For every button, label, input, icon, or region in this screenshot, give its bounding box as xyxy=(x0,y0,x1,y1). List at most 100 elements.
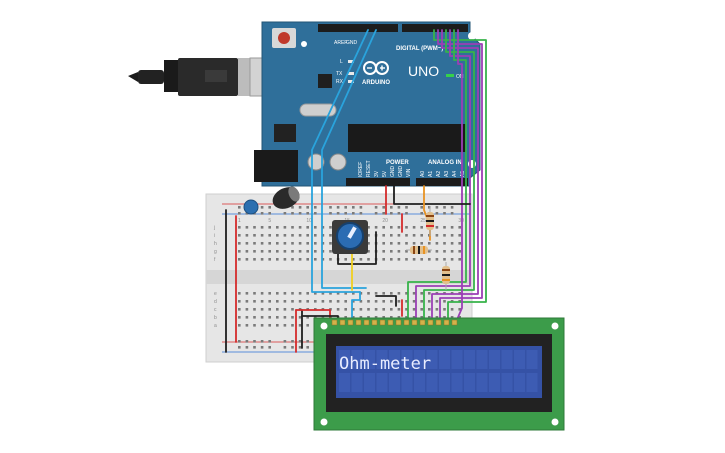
lcd-pin xyxy=(403,319,410,326)
breadboard-hole xyxy=(382,226,385,229)
breadboard-hole xyxy=(306,300,309,303)
breadboard-rail-hole xyxy=(291,346,294,349)
breadboard-hole xyxy=(245,324,249,327)
breadboard-hole xyxy=(283,292,287,295)
lcd-char-cell xyxy=(414,350,425,369)
breadboard-hole xyxy=(390,316,393,319)
breadboard-hole xyxy=(276,250,279,253)
breadboard-rail-hole xyxy=(420,206,423,209)
breadboard-hole xyxy=(245,292,249,295)
breadboard-hole xyxy=(359,258,363,261)
lcd-char-cell xyxy=(414,373,425,392)
breadboard-hole xyxy=(314,300,317,303)
potentiometer[interactable] xyxy=(332,220,368,254)
breadboard-hole xyxy=(291,250,294,253)
breadboard-hole xyxy=(412,242,416,245)
wire-green-1 xyxy=(433,29,487,323)
breadboard-hole xyxy=(276,308,279,311)
breadboard-hole xyxy=(435,308,439,311)
breadboard-rail-hole xyxy=(435,206,439,209)
breadboard-rail-hole xyxy=(298,340,302,343)
breadboard-hole xyxy=(268,234,271,237)
breadboard-hole xyxy=(238,308,241,311)
breadboard-hole xyxy=(260,316,264,319)
breadboard-hole xyxy=(443,242,446,245)
resistor-3 xyxy=(442,262,450,290)
breadboard-hole xyxy=(298,250,302,253)
digital-label: DIGITAL (PWM~) xyxy=(396,46,443,52)
breadboard-hole xyxy=(367,300,370,303)
pin-label-a3: A3 xyxy=(444,171,450,177)
breadboard-hole xyxy=(344,300,347,303)
breadboard-hole xyxy=(283,308,287,311)
wire-purple-3 xyxy=(415,29,471,323)
breadboard-hole xyxy=(329,226,332,229)
breadboard-hole xyxy=(321,250,325,253)
breadboard-hole xyxy=(382,316,385,319)
breadboard-rail-hole xyxy=(382,206,385,209)
on-led-label: ON xyxy=(456,74,464,80)
analog-pin-labels: A0 A1 A2 A3 A4 A5 xyxy=(420,171,466,177)
breadboard-hole xyxy=(367,316,370,319)
breadboard-hole xyxy=(245,258,249,261)
breadboard-rail-hole xyxy=(268,340,271,343)
breadboard-hole xyxy=(245,316,249,319)
arduino-uno-board: AREF GND DIGITAL (PWM~) L TX RX ARDUINO … xyxy=(254,21,481,187)
breadboard-rail-hole xyxy=(283,346,287,349)
breadboard-hole xyxy=(374,292,378,295)
reset-button-cap[interactable] xyxy=(278,32,290,44)
lcd-char-cell xyxy=(376,350,388,369)
power-header xyxy=(346,178,410,186)
breadboard-rail-hole xyxy=(268,206,271,209)
breadboard-rail-hole xyxy=(253,346,256,349)
breadboard-rail-hole xyxy=(298,206,302,209)
breadboard-hole xyxy=(253,258,256,261)
breadboard-rail-hole xyxy=(238,346,241,349)
pin-label-a1: A1 xyxy=(428,171,434,177)
breadboard-row-letter: a xyxy=(214,323,217,329)
breadboard-hole xyxy=(443,258,446,261)
breadboard-hole xyxy=(298,234,302,237)
breadboard-hole xyxy=(268,308,271,311)
breadboard-hole xyxy=(291,258,294,261)
on-led xyxy=(446,74,454,77)
lcd-char-cell xyxy=(514,373,525,392)
analog-label: ANALOG IN xyxy=(428,160,462,166)
breadboard-rail-hole xyxy=(450,206,454,209)
breadboard-hole xyxy=(283,250,287,253)
lcd-char-cell xyxy=(451,373,463,392)
breadboard-rail-hole xyxy=(397,212,401,215)
breadboard-hole xyxy=(276,292,279,295)
breadboard-hole xyxy=(344,258,347,261)
lcd-char-cell xyxy=(351,373,363,392)
breadboard-hole xyxy=(291,316,294,319)
mount-hole-1 xyxy=(468,32,476,40)
breadboard-rail-hole xyxy=(344,212,347,215)
breadboard-hole xyxy=(450,316,454,319)
breadboard-hole xyxy=(458,308,461,311)
breadboard-rail-hole xyxy=(435,212,439,215)
lcd-pin xyxy=(395,319,402,326)
breadboard-hole xyxy=(260,250,264,253)
breadboard-rail-hole xyxy=(306,340,309,343)
breadboard-hole xyxy=(405,242,408,245)
breadboard-rail-hole xyxy=(245,346,249,349)
breadboard-hole xyxy=(306,316,309,319)
breadboard-hole xyxy=(450,234,454,237)
breadboard-hole xyxy=(298,324,302,327)
breadboard-hole xyxy=(245,226,249,229)
breadboard-hole xyxy=(321,258,325,261)
wire-blue-2 xyxy=(321,29,377,289)
tx-led xyxy=(348,72,354,75)
breadboard-hole xyxy=(260,242,264,245)
breadboard-rail-hole xyxy=(260,346,264,349)
breadboard-hole xyxy=(329,292,332,295)
breadboard-hole xyxy=(306,226,309,229)
breadboard-hole xyxy=(276,300,279,303)
lcd-char-cell xyxy=(489,373,500,392)
breadboard-hole xyxy=(458,316,461,319)
pin-label-a0: A0 xyxy=(420,171,426,177)
breadboard-hole xyxy=(306,258,309,261)
breadboard-hole xyxy=(382,250,385,253)
pin-label-3v: 3V xyxy=(374,170,380,177)
